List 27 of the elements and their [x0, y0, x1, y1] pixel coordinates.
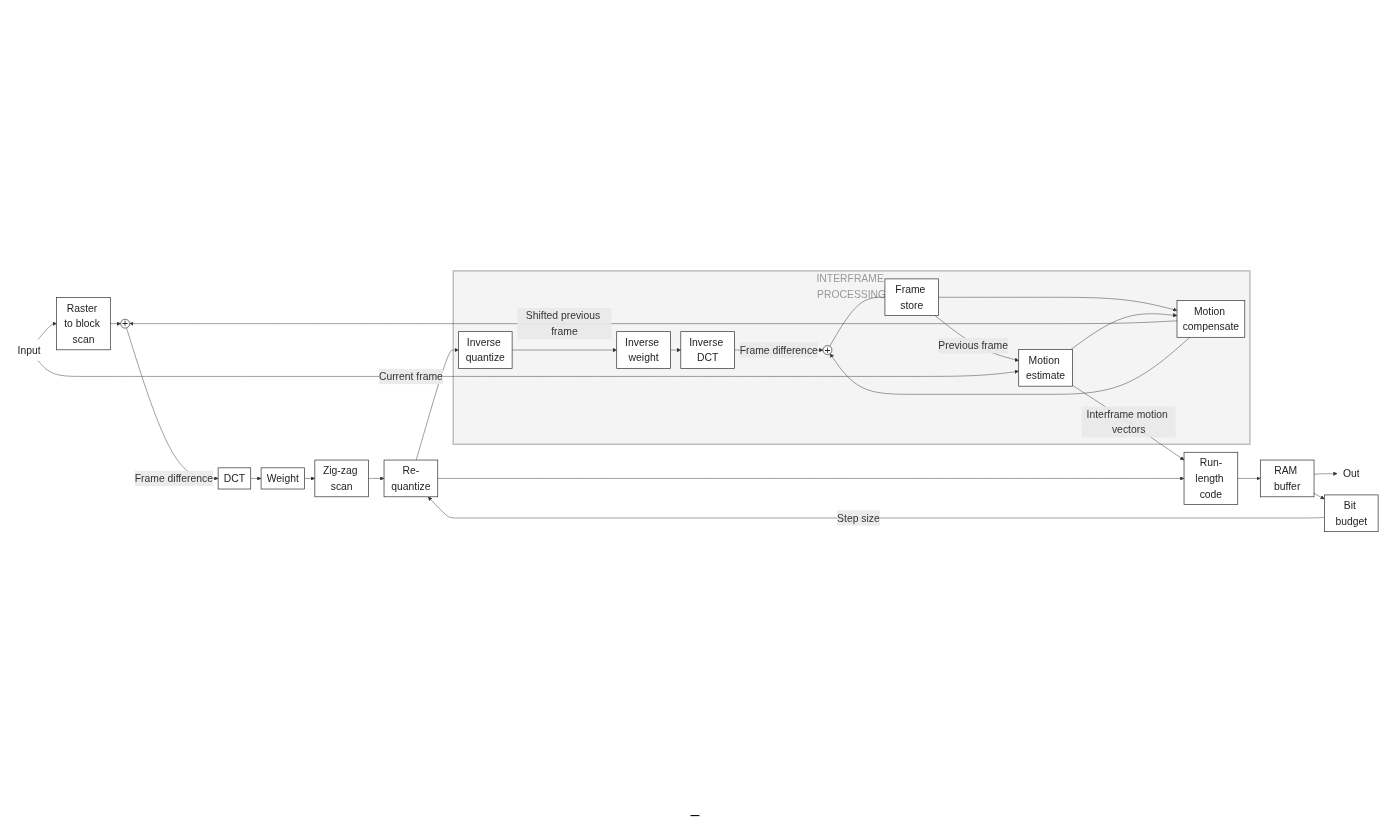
node-box: Motion estimate	[1018, 348, 1073, 387]
node-box: Inverse weight	[616, 331, 671, 369]
node-circle: +	[822, 344, 833, 355]
edge-label: Current frame	[378, 370, 443, 383]
edge-label: Shifted previous frame	[525, 309, 601, 338]
node-box: Zig-zag scan	[314, 459, 369, 497]
node-box: Bit budget	[1324, 494, 1379, 532]
node-box: RAM buffer	[1259, 459, 1315, 497]
node-box: Re-quantize	[383, 459, 439, 497]
node-box: Frame store	[884, 278, 939, 316]
node-box: Inverse DCT	[680, 331, 735, 369]
node-box: DCT	[217, 467, 252, 490]
node-box: Raster to block scan	[56, 296, 111, 350]
node-box: Motion compensate	[1176, 299, 1246, 338]
connector	[829, 296, 886, 347]
edge-label: Frame difference	[739, 343, 818, 356]
node-box: Inverse quantize	[458, 331, 513, 369]
edge-label: Frame difference	[134, 472, 213, 485]
node-box: Weight	[260, 467, 305, 490]
node-text: Input	[17, 343, 41, 356]
edge-label: Step size	[837, 511, 880, 524]
edge-label: Previous frame	[938, 339, 1008, 352]
node-circle: +	[120, 318, 130, 329]
node-box: Run-length code	[1183, 451, 1239, 505]
node-text: Out	[1342, 467, 1360, 480]
sign-label: –	[690, 806, 700, 823]
edge-label: Interframe motion vectors	[1086, 408, 1168, 436]
